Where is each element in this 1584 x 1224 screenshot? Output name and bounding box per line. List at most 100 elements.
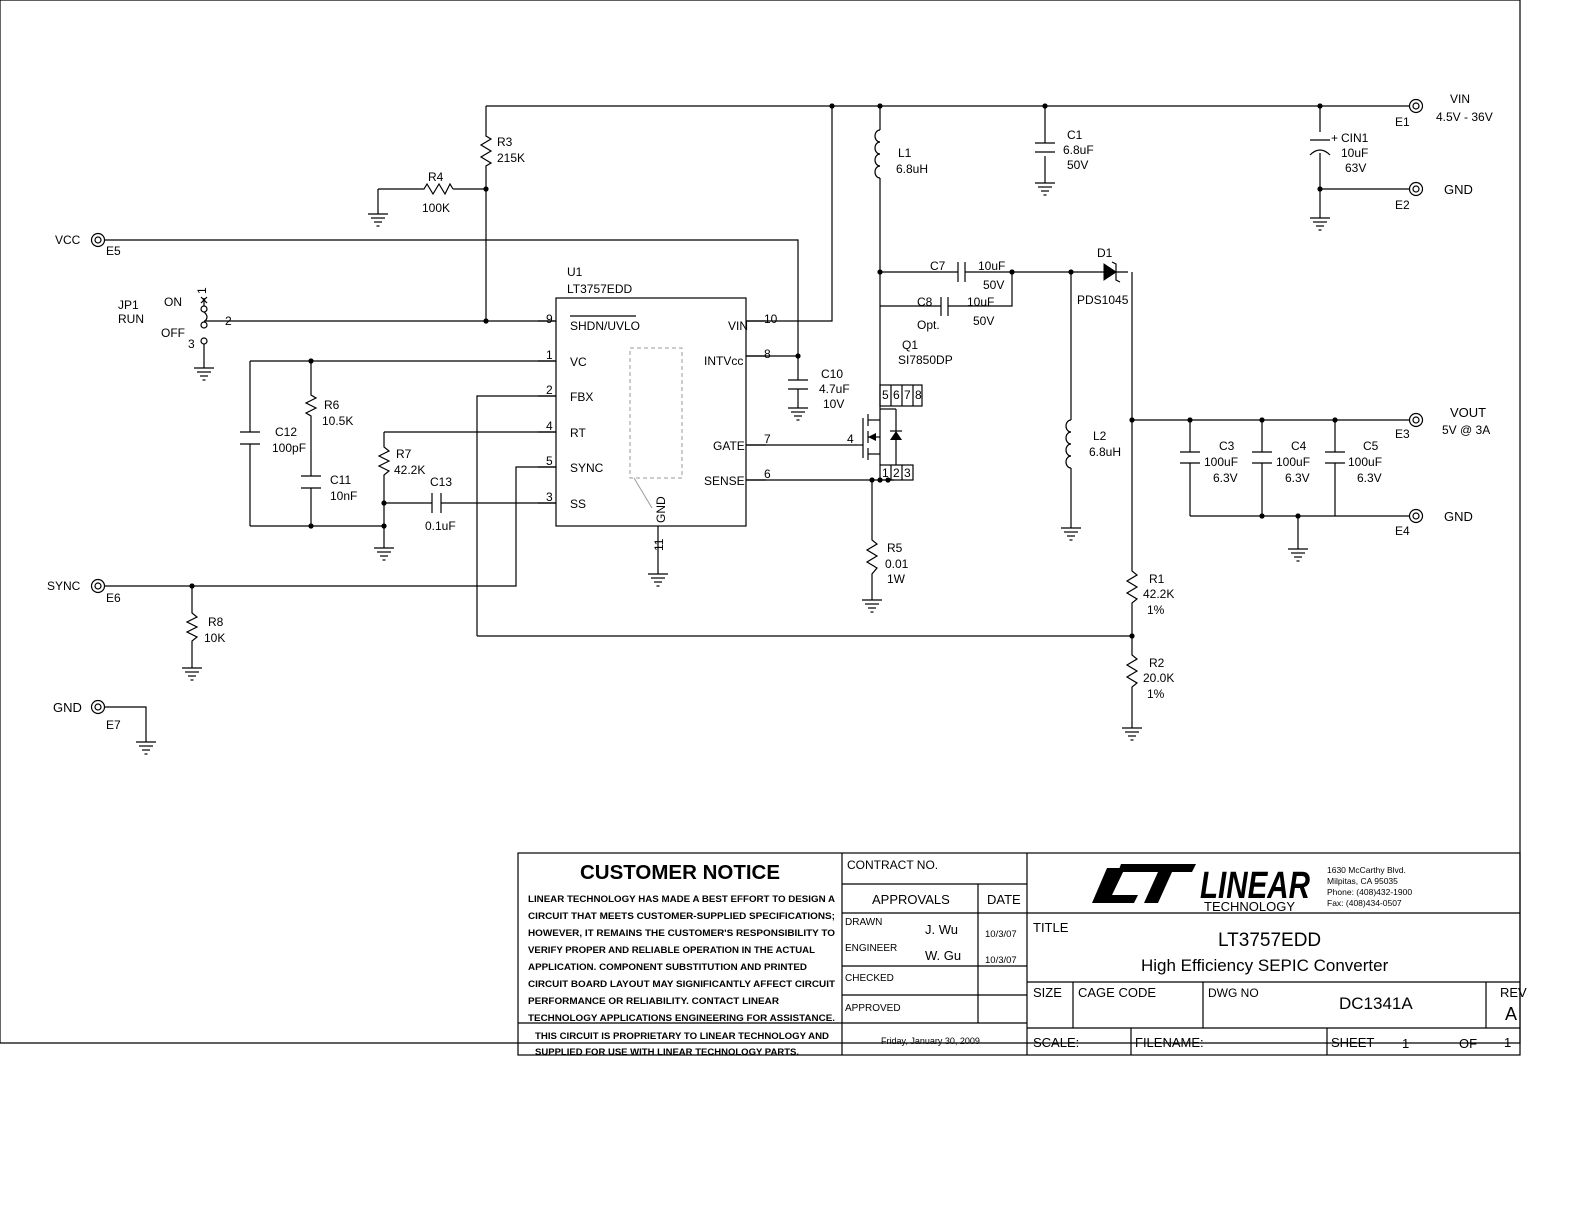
cin1-ref: CIN1	[1341, 131, 1369, 145]
q1-pin5: 5	[882, 388, 889, 402]
pin-9: 9	[546, 312, 553, 326]
date-label: DATE	[987, 892, 1021, 907]
c8-ref: C8	[917, 295, 933, 309]
total-sheets: 1	[1504, 1035, 1511, 1050]
l2-value: 6.8uH	[1089, 445, 1121, 459]
terminal-e1: E1	[1395, 115, 1410, 129]
drawn-date: 10/3/07	[985, 929, 1017, 940]
d1-ref: D1	[1097, 246, 1113, 260]
notice-title: CUSTOMER NOTICE	[580, 862, 780, 884]
title-block: LINEAR TECHNOLOGY 1630 McCarthy Blvd. Mi…	[517, 852, 1527, 1058]
q1-pin1: 1	[882, 466, 889, 480]
r1-value: 42.2K	[1143, 587, 1174, 601]
terminal-e6: E6	[106, 591, 121, 605]
c5-ref: C5	[1363, 439, 1379, 453]
r4-ref: R4	[428, 170, 444, 184]
sheet-label: SHEET	[1331, 1035, 1374, 1050]
pin-fbx-label: FBX	[570, 390, 593, 404]
capacitor-c4-icon	[1252, 451, 1272, 464]
resistor-r5-icon	[865, 535, 879, 582]
c4-ref: C4	[1291, 439, 1307, 453]
logo-sub: TECHNOLOGY	[1204, 899, 1295, 914]
inductor-l2-icon	[1065, 419, 1072, 469]
capacitor-c11-icon	[301, 475, 321, 489]
inductor-l1-icon	[874, 129, 881, 179]
r8-value: 10K	[204, 631, 225, 645]
drawn-name: J. Wu	[925, 922, 958, 937]
pin-11: 11	[652, 538, 666, 551]
r6-ref: R6	[324, 398, 340, 412]
u1-ref: U1	[567, 265, 583, 279]
c8-value: 10uF	[967, 295, 994, 309]
engineer-name: W. Gu	[925, 948, 961, 963]
q1-pin2: 2	[893, 466, 900, 480]
resistor-r3-icon	[479, 132, 493, 170]
jp1-name: RUN	[118, 312, 144, 326]
capacitor-c8-icon	[940, 297, 949, 316]
q1-ref: Q1	[902, 338, 918, 352]
c11-ref: C11	[330, 473, 351, 487]
capacitor-c5-icon	[1325, 451, 1345, 464]
capacitor-c10-icon	[788, 379, 808, 393]
c10-value: 4.7uF	[819, 382, 850, 396]
c7-voltage: 50V	[983, 278, 1004, 292]
pin-7: 7	[764, 432, 771, 446]
r3-value: 215K	[497, 151, 525, 165]
title-label: TITLE	[1033, 920, 1069, 935]
pin-sense-label: SENSE	[704, 474, 745, 488]
capacitor-c13-icon	[431, 493, 442, 513]
pin-3: 3	[546, 490, 553, 504]
q1-part: SI7850DP	[898, 353, 953, 367]
pin-vin-label: VIN	[728, 319, 748, 333]
cin1-voltage: 63V	[1345, 161, 1366, 175]
capacitor-cin1-icon	[1309, 139, 1331, 156]
resistor-r8-icon	[185, 610, 199, 644]
pin-intvcc-label: INTVcc	[704, 354, 743, 368]
c7-value: 10uF	[978, 259, 1005, 273]
jp1-off: OFF	[161, 326, 185, 340]
address-line-3: Phone: (408)432-1900	[1327, 887, 1412, 897]
notice-line-4: VERIFY PROPER AND RELIABLE OPERATION IN …	[528, 945, 815, 956]
capacitor-c12-icon	[240, 431, 260, 445]
c8-note: Opt.	[917, 318, 940, 332]
c13-value: 0.1uF	[425, 519, 456, 533]
title-part: LT3757EDD	[1218, 930, 1321, 951]
r4-value: 100K	[422, 201, 450, 215]
title-desc: High Efficiency SEPIC Converter	[1141, 956, 1389, 975]
pin-sync-label: SYNC	[570, 461, 604, 475]
notice-line-8: TECHNOLOGY APPLICATIONS ENGINEERING FOR …	[528, 1013, 835, 1024]
gnd-e2-label: GND	[1444, 182, 1473, 197]
q1-pin7: 7	[904, 388, 911, 402]
pin-5: 5	[546, 454, 553, 468]
cin1-value: 10uF	[1341, 146, 1368, 160]
r6-value: 10.5K	[322, 414, 353, 428]
c5-value: 100uF	[1348, 455, 1382, 469]
jp1-pin3: 3	[188, 337, 195, 351]
wires	[104, 105, 1410, 742]
vin-range: 4.5V - 36V	[1436, 110, 1493, 124]
logo-text: LINEAR	[1200, 865, 1310, 907]
resistor-r1-icon	[1125, 566, 1139, 606]
c10-ref: C10	[821, 367, 843, 381]
capacitor-c1-icon	[1035, 142, 1055, 153]
c11-value: 10nF	[330, 489, 357, 503]
pin-2: 2	[546, 383, 553, 397]
q1-pin6: 6	[893, 388, 900, 402]
address-line-1: 1630 McCarthy Blvd.	[1327, 865, 1406, 875]
notice-line-3: HOWEVER, IT REMAINS THE CUSTOMER'S RESPO…	[528, 928, 836, 939]
c1-voltage: 50V	[1067, 158, 1088, 172]
jp1-pin2: 2	[225, 314, 232, 328]
rev-label: REV	[1500, 985, 1527, 1000]
notice-line-2: CIRCUIT THAT MEETS CUSTOMER-SUPPLIED SPE…	[528, 911, 835, 922]
terminal-e2: E2	[1395, 198, 1410, 212]
r1-ref: R1	[1149, 572, 1165, 586]
dwg-no: DC1341A	[1339, 994, 1413, 1013]
scale-label: SCALE:	[1033, 1035, 1079, 1050]
u1-part: LT3757EDD	[567, 282, 632, 296]
c4-value: 100uF	[1276, 455, 1310, 469]
c4-voltage: 6.3V	[1285, 471, 1310, 485]
l1-value: 6.8uH	[896, 162, 928, 176]
pin-8: 8	[764, 347, 771, 361]
c3-voltage: 6.3V	[1213, 471, 1238, 485]
